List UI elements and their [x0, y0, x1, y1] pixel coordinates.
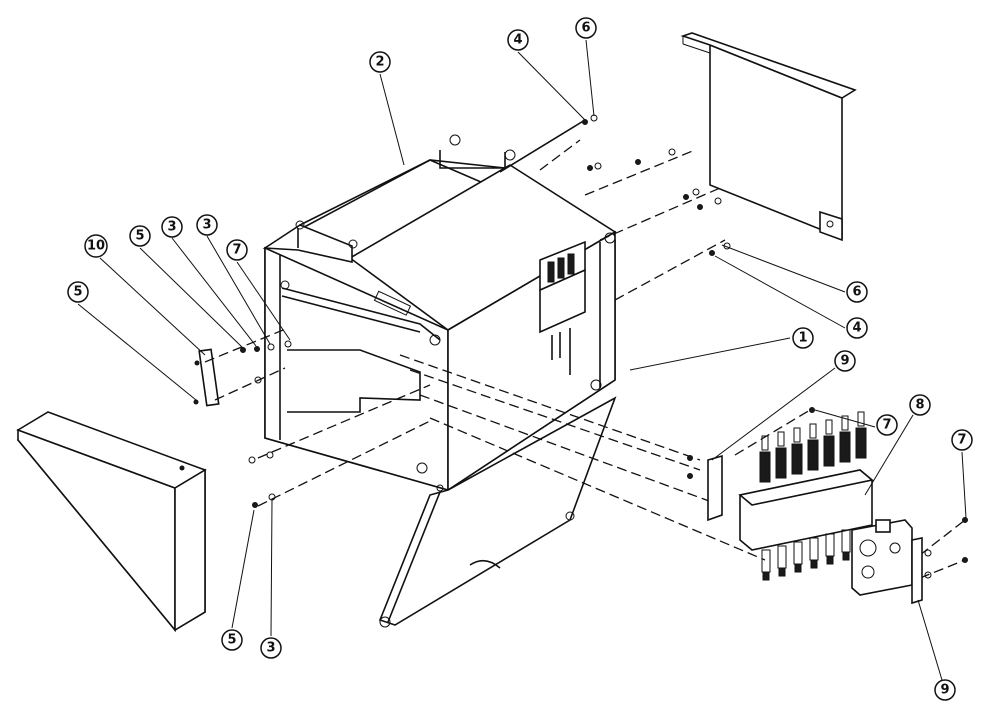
front-cover-box [16, 411, 207, 633]
callout-2-label: 2 [375, 55, 384, 70]
callout-7a: 7 [226, 239, 248, 261]
callout-9b-label: 9 [940, 683, 949, 698]
callout-6b-label: 6 [852, 285, 861, 300]
callout-7b-label: 7 [882, 418, 891, 433]
callout-5b: 5 [67, 281, 89, 303]
callout-6a-label: 6 [581, 21, 590, 36]
callout-1: 1 [792, 327, 814, 349]
leader-lines [77, 39, 967, 681]
callout-7c-label: 7 [957, 433, 966, 448]
top-cover-panel [680, 32, 857, 242]
callout-5c: 5 [221, 629, 243, 651]
callout-4a-label: 4 [513, 33, 522, 48]
callout-9b: 9 [934, 679, 956, 701]
right-hardware [582, 114, 731, 256]
callout-8: 8 [909, 394, 931, 416]
callout-6b: 6 [846, 281, 868, 303]
valve-manifold [687, 407, 968, 605]
callout-7c: 7 [951, 429, 973, 451]
callout-9a: 9 [834, 350, 856, 372]
callout-4b-label: 4 [852, 321, 861, 336]
callout-10: 10 [84, 234, 108, 258]
callout-7b: 7 [876, 414, 898, 436]
callout-3c-label: 3 [266, 641, 275, 656]
callout-4b: 4 [846, 317, 868, 339]
callout-3c: 3 [260, 637, 282, 659]
callout-8-label: 8 [915, 398, 924, 413]
callout-7a-label: 7 [232, 243, 241, 258]
callout-4a: 4 [507, 29, 529, 51]
callout-1-label: 1 [798, 331, 807, 346]
callout-6a: 6 [575, 17, 597, 39]
assembly-lines [204, 119, 966, 579]
callout-3b: 3 [196, 214, 218, 236]
callout-3a: 3 [161, 216, 183, 238]
callout-2: 2 [369, 51, 391, 73]
callout-5c-label: 5 [227, 633, 236, 648]
callout-9a-label: 9 [840, 354, 849, 369]
callout-5b-label: 5 [73, 285, 82, 300]
callout-5a: 5 [129, 225, 151, 247]
callout-10-label: 10 [87, 239, 105, 254]
callout-3b-label: 3 [202, 218, 211, 233]
callout-3a-label: 3 [167, 220, 176, 235]
callout-5a-label: 5 [135, 229, 144, 244]
main-enclosure [262, 134, 617, 628]
